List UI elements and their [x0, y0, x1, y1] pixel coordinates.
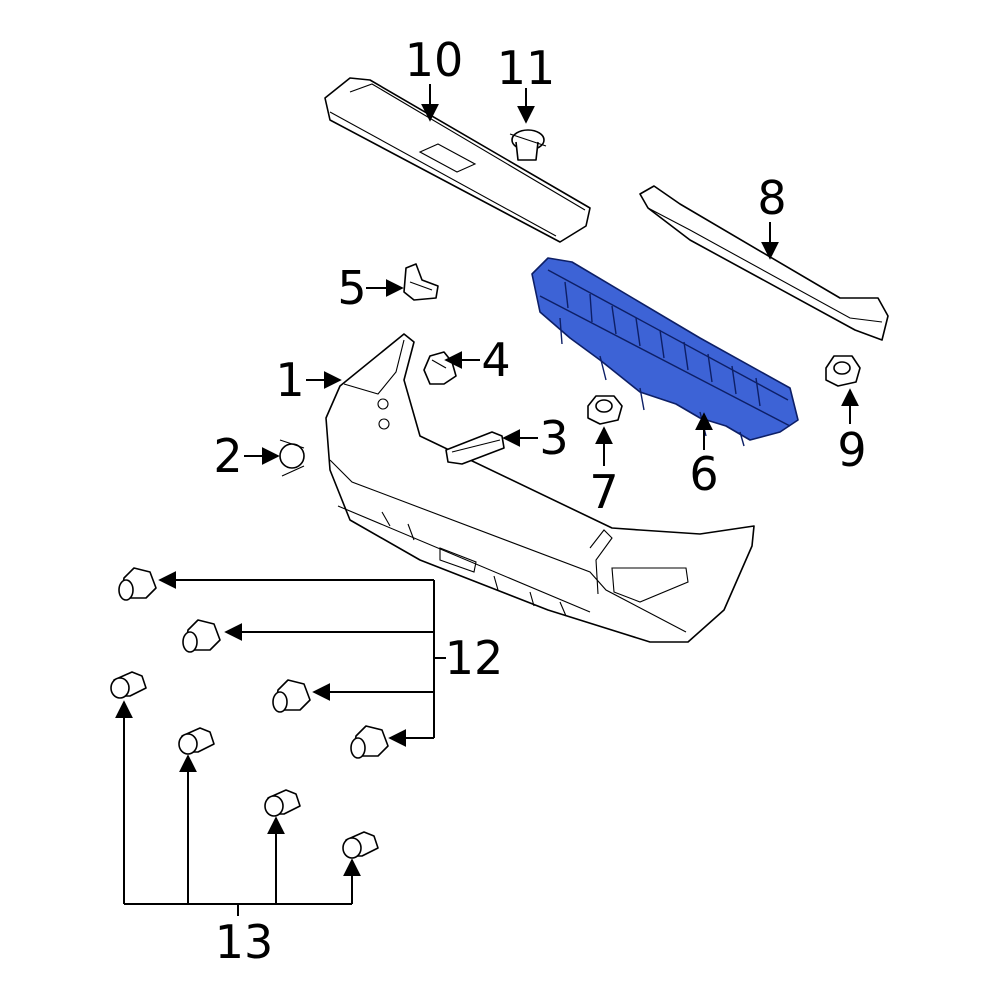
- bracket-5-part[interactable]: [403, 263, 439, 301]
- leader-13: [115, 700, 361, 916]
- callout-12: 12: [445, 631, 504, 685]
- callout-11: 11: [497, 41, 556, 95]
- upper-absorber-part[interactable]: [639, 185, 889, 341]
- clip-12c[interactable]: [272, 679, 311, 713]
- clip-12d[interactable]: [350, 725, 389, 759]
- rivet-13b[interactable]: [178, 727, 215, 755]
- bracket-4-part[interactable]: [423, 351, 457, 385]
- lower-absorber-part-highlighted[interactable]: [531, 257, 799, 447]
- bumper-cover-part[interactable]: [325, 333, 755, 643]
- clip-12b[interactable]: [182, 619, 221, 653]
- callout-5: 5: [337, 261, 366, 315]
- clip-12a[interactable]: [118, 567, 157, 601]
- clip-2-part[interactable]: [279, 439, 305, 477]
- callout-4: 4: [481, 333, 510, 387]
- leader-lines: [115, 84, 859, 916]
- callout-9: 9: [837, 423, 866, 477]
- rivets-13[interactable]: [110, 671, 379, 859]
- callout-7: 7: [589, 465, 618, 519]
- callout-2: 2: [213, 429, 242, 483]
- nut-7-part[interactable]: [587, 395, 623, 425]
- callout-8: 8: [757, 171, 786, 225]
- callout-10: 10: [405, 33, 464, 87]
- callout-13: 13: [215, 915, 274, 969]
- push-pin-clips-12[interactable]: [118, 567, 389, 759]
- rivet-13a[interactable]: [110, 671, 147, 699]
- pad-3-part[interactable]: [445, 431, 505, 465]
- nut-9-part[interactable]: [825, 355, 861, 387]
- callout-1: 1: [275, 353, 304, 407]
- leader-12: [158, 571, 446, 747]
- callout-6: 6: [689, 447, 718, 501]
- callout-3: 3: [539, 411, 568, 465]
- step-pad-part[interactable]: [324, 77, 591, 243]
- rivet-13c[interactable]: [264, 789, 301, 817]
- callout-labels: 10 11 8 5 4 1 3 2 7 6 9 12 13: [213, 33, 866, 969]
- retainer-clip-part[interactable]: [509, 129, 547, 161]
- rivet-13d[interactable]: [342, 831, 379, 859]
